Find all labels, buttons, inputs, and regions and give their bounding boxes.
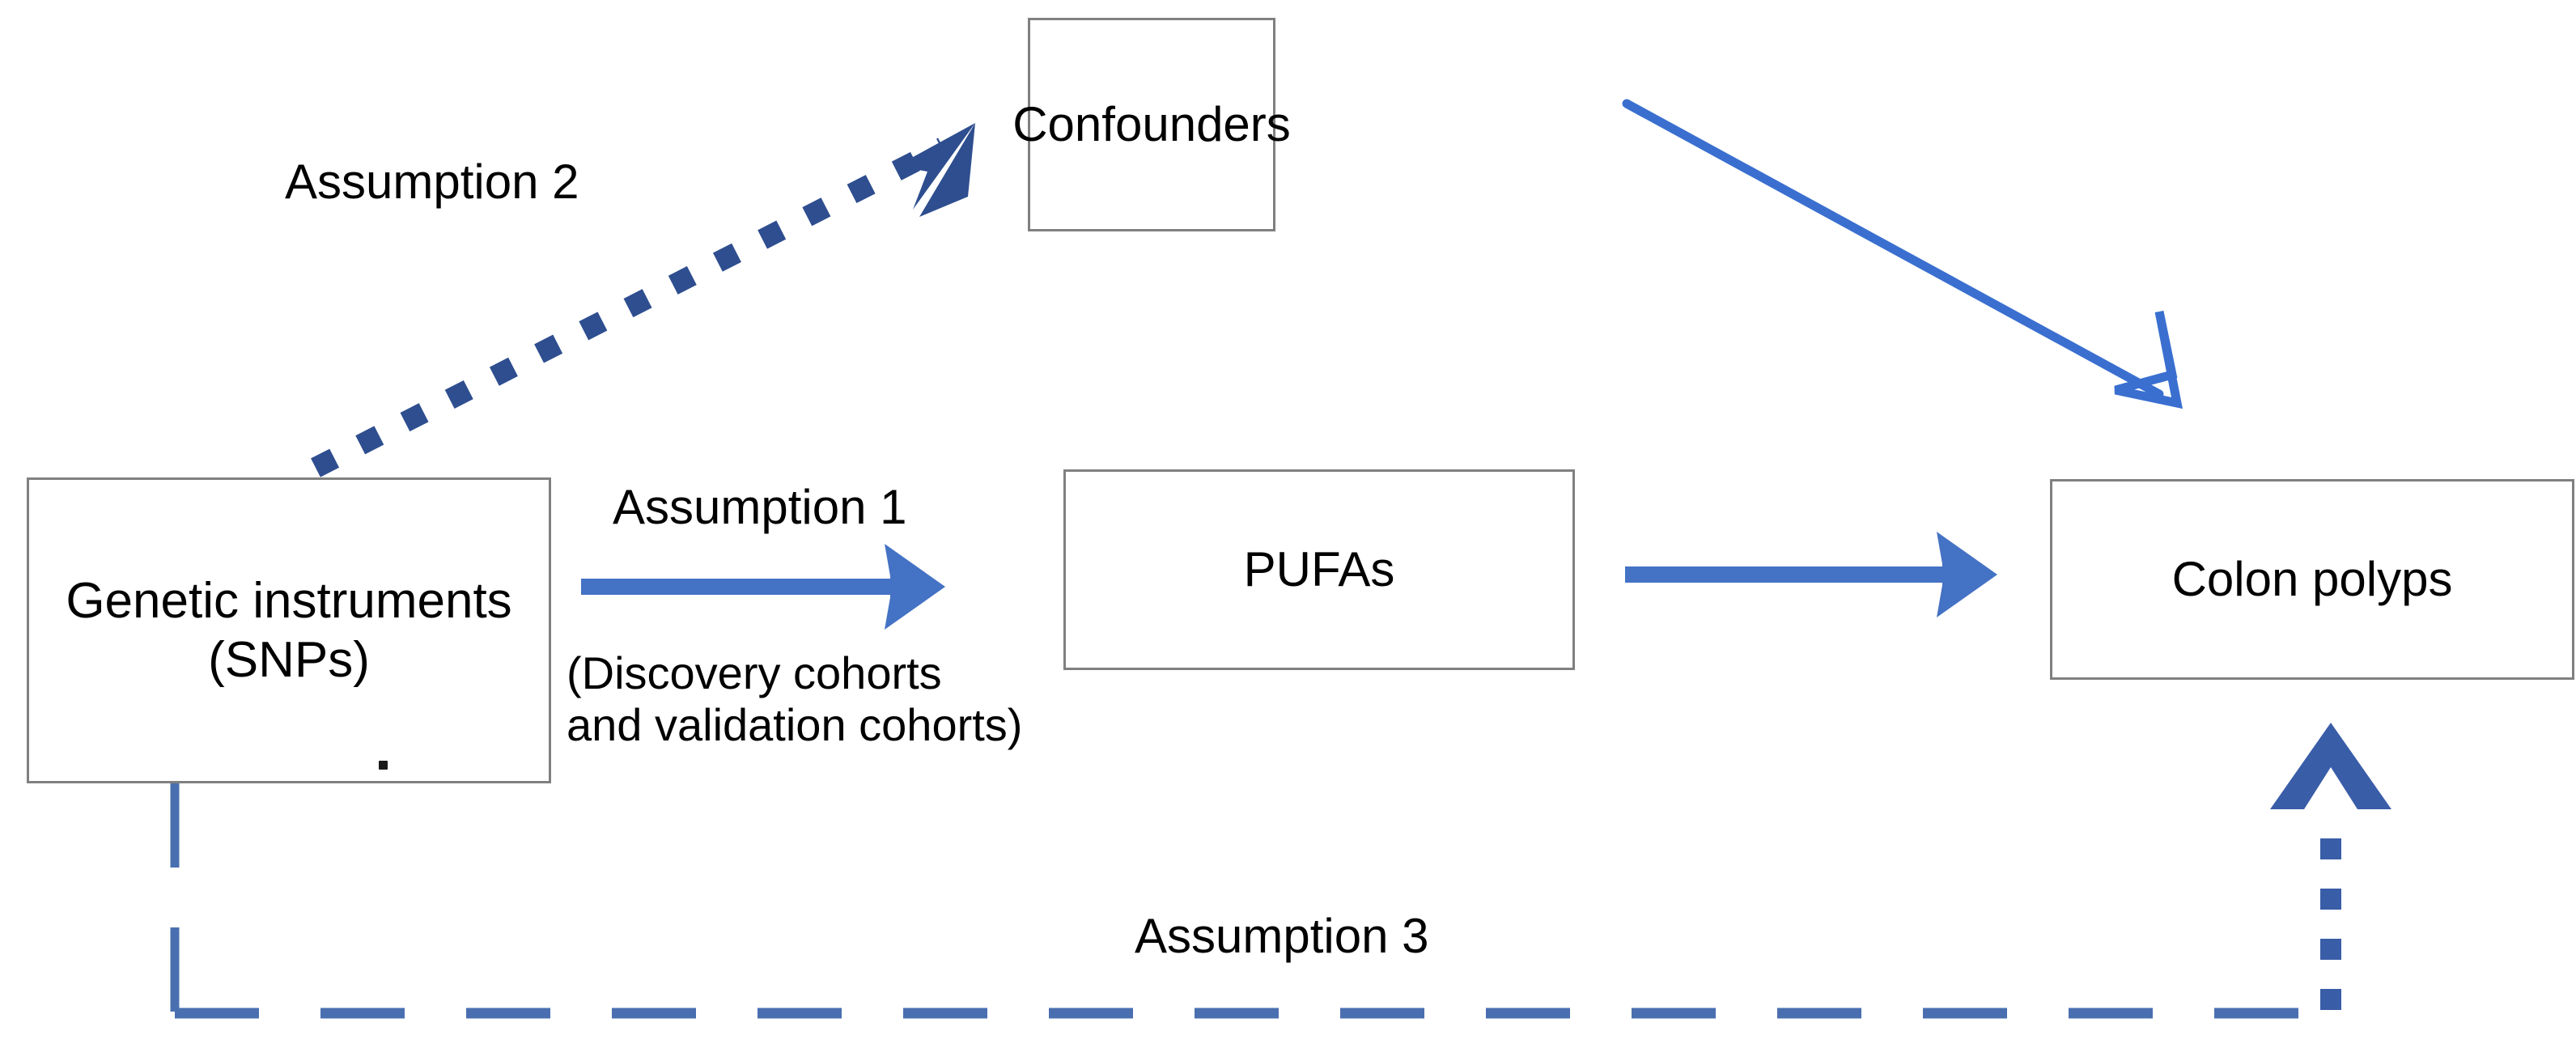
- node-genetic-instruments[interactable]: Genetic instruments (SNPs): [27, 477, 551, 783]
- node-genetic-instruments-label: Genetic instruments (SNPs): [66, 572, 512, 688]
- node-colon-polyps-label: Colon polyps: [2171, 551, 2453, 606]
- edge-confounders-to-colon-polyps: [1622, 99, 2183, 409]
- node-pufas-label: PUFAs: [1243, 541, 1395, 596]
- edge-label-assumption-2: Assumption 2: [285, 155, 579, 209]
- node-confounders-label: Confounders: [1012, 96, 1291, 151]
- node-pufas[interactable]: PUFAs: [1063, 469, 1575, 670]
- node-colon-polyps[interactable]: Colon polyps: [2050, 479, 2574, 680]
- edge-label-assumption-1: Assumption 1: [613, 480, 907, 534]
- edge-genetic-to-pufas: [581, 544, 945, 630]
- edge-label-assumption-3: Assumption 3: [1135, 909, 1429, 963]
- edge-label-assumption-1-sub: (Discovery cohorts and validation cohort…: [567, 647, 1023, 751]
- edge-pufas-to-colon-polyps: [1625, 532, 1997, 617]
- stray-period-mark: [379, 761, 388, 770]
- node-confounders[interactable]: Confounders: [1012, 18, 1291, 231]
